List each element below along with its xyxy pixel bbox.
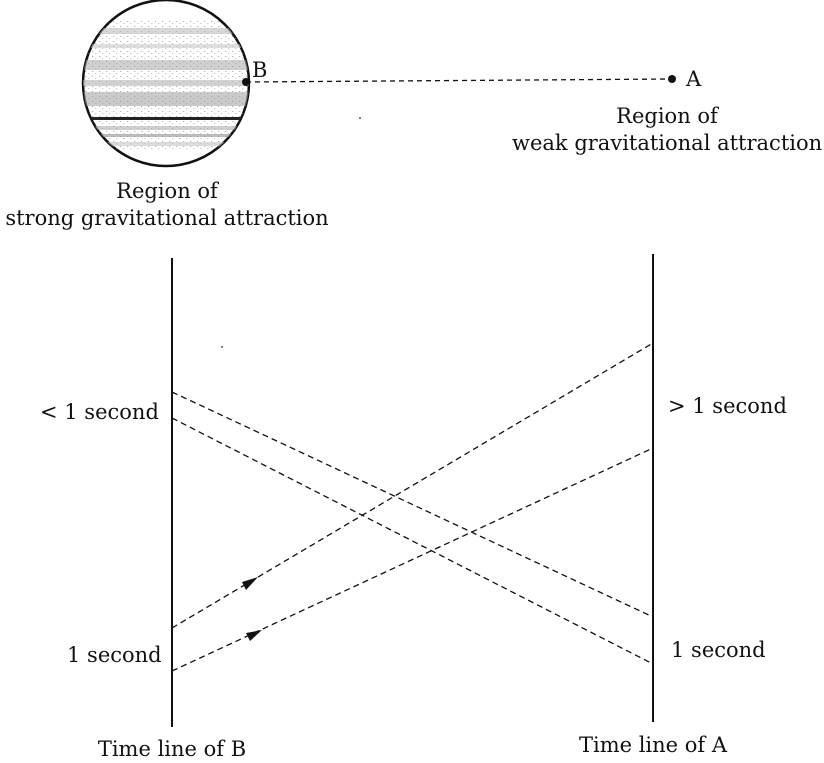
strong-region-label: Region of strong gravitational attractio… [0,178,334,232]
strong-region-line2: strong gravitational attraction [0,205,334,232]
planet [80,0,252,166]
b-to-a-dashed-line [246,79,672,82]
weak-region-line1: Region of [512,103,822,130]
strong-region-line1: Region of [0,178,334,205]
point-a-dot [668,75,676,83]
timeline-b-lower-mark: 1 second [67,642,162,669]
timeline-b-label: Time line of B [72,736,272,763]
point-a-label: A [686,66,701,93]
timeline-a-upper-mark: > 1 second [668,393,787,420]
arrow-head-lower [246,630,262,641]
timeline-a-lower-mark: 1 second [671,637,766,664]
timeline-a-label: Time line of A [553,732,753,759]
weak-region-label: Region of weak gravitational attraction [512,103,822,157]
signal-b-to-a-lower [172,448,653,671]
weak-region-line2: weak gravitational attraction [512,130,822,157]
arrow-head-upper [242,577,258,590]
point-b-label: B [252,57,267,84]
stray-mark [221,346,223,348]
planet-shading [80,20,252,150]
stray-mark [359,117,361,119]
signal-a-to-b-lower [172,418,653,664]
timeline-b-upper-mark: < 1 second [40,399,159,426]
